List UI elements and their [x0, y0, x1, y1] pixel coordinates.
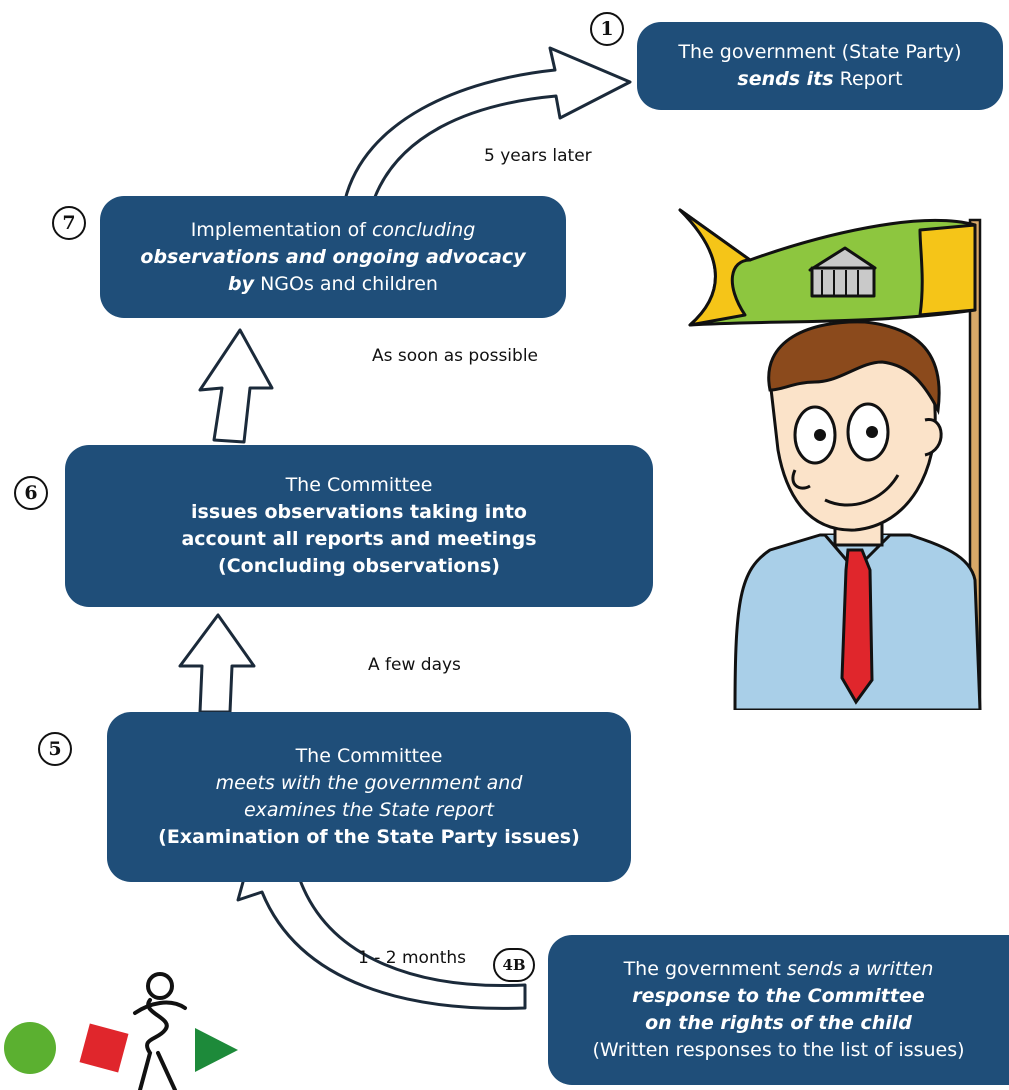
curved-arrow-up-icon [343, 46, 632, 207]
logo-figure [133, 972, 187, 1090]
step-number-5: 5 [38, 732, 72, 766]
step-4b-line4: (Written responses to the list of issues… [592, 1039, 965, 1061]
nose [791, 469, 811, 490]
timing-few-days: A few days [368, 655, 461, 675]
flag-icon [678, 208, 977, 327]
hair [767, 320, 941, 415]
step-1-line1: The government (State Party) [678, 41, 962, 63]
step-5-line3: examines the State report [243, 799, 495, 821]
step-5-line4: (Examination of the State Party issues) [158, 826, 580, 848]
step-6-line4: (Concluding observations) [218, 555, 500, 577]
ear [924, 418, 943, 457]
timing-asap: As soon as possible [372, 346, 539, 366]
logo-icon [4, 972, 238, 1090]
step-number-6: 6 [14, 476, 48, 510]
step-1-box: The government (State Party) sends its R… [637, 22, 1003, 110]
step-1-line2: Report [833, 68, 903, 90]
step-number-1: 1 [590, 12, 624, 46]
step-7-box: Implementation of concluding observation… [100, 196, 566, 318]
step-7-line2: observations and ongoing advocacy [140, 245, 526, 268]
step-5-box: The Committee meets with the government … [107, 712, 631, 882]
timing-months: 1 - 2 months [358, 948, 467, 968]
right-pupil [866, 426, 878, 438]
step-4b-line1-italic: sends a written [786, 958, 934, 980]
step-4b-line2: response to the Committee [632, 985, 925, 1007]
step-7-line1-italic: concluding [371, 218, 476, 241]
logo-play-triangle [195, 1028, 238, 1072]
step-4b-line3: on the rights of the child [645, 1012, 912, 1034]
left-pupil [814, 429, 826, 441]
step-6-box: The Committee issues observations taking… [65, 445, 653, 607]
step-4b-box: The government sends a written response … [548, 935, 1009, 1085]
step-7-line3-emphasis: by [228, 272, 255, 295]
step-7-line1: Implementation of [190, 218, 372, 241]
logo-red-square [79, 1023, 129, 1073]
step-number-4b: 4B [493, 948, 535, 982]
step-6-line1: The Committee [285, 474, 433, 496]
step-6-line3: account all reports and meetings [181, 528, 537, 550]
timing-5-years: 5 years later [484, 146, 592, 166]
logo-green-circle [4, 1022, 56, 1074]
step-4b-line1: The government [623, 958, 787, 980]
step-7-line3: NGOs and children [254, 272, 438, 295]
smile [824, 474, 900, 507]
up-arrow-icon [198, 328, 274, 444]
step-6-line2: issues observations taking into [191, 501, 527, 523]
step-5-line2: meets with the government and [215, 772, 523, 794]
up-arrow-icon [178, 613, 256, 714]
flag-pole [968, 218, 982, 710]
step-5-line1: The Committee [295, 745, 443, 767]
official-with-flag-illustration [678, 208, 982, 710]
step-number-7: 7 [52, 206, 86, 240]
tie [840, 548, 874, 705]
step-1-emphasis: sends its [737, 68, 834, 90]
